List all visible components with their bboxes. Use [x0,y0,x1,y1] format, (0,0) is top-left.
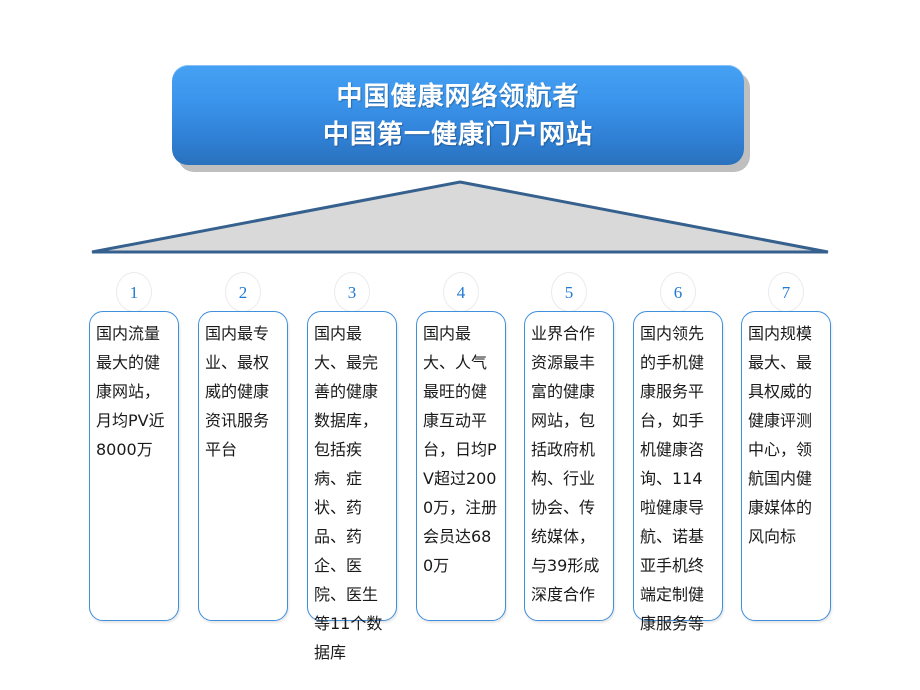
pillar-number-7: 7 [781,282,791,302]
pillar-number-badge-6: 6 [660,272,696,312]
pillar-card-text-6: 国内领先的手机健康服务平台，如手机健康咨询、114啦健康导航、诺基亚手机终端定制… [640,324,705,633]
pillar-column-2: 2 国内最专业、最权威的健康资讯服务平台 [198,272,288,624]
pillar-card-5[interactable]: 业界合作资源最丰富的健康网站，包括政府机构、行业协会、传统媒体，与39形成深度合… [524,311,614,621]
pillar-cards-row: 1 国内流量最大的健康网站，月均PV近8000万 2 国内最专业、最权威的健康资… [89,272,831,662]
pillar-card-text-5: 业界合作资源最丰富的健康网站，包括政府机构、行业协会、传统媒体，与39形成深度合… [531,324,600,604]
title-banner: 中国健康网络领航者 中国第一健康门户网站 [172,65,744,165]
pillar-number-badge-1: 1 [116,272,152,312]
pillar-card-text-4: 国内最大、人气最旺的健康互动平台，日均PV超过2000万，注册会员达680万 [423,324,498,575]
pillar-card-2[interactable]: 国内最专业、最权威的健康资讯服务平台 [198,311,288,621]
banner-title-line-2: 中国第一健康门户网站 [322,119,593,149]
pillar-column-5: 5 业界合作资源最丰富的健康网站，包括政府机构、行业协会、传统媒体，与39形成深… [524,272,614,624]
pillar-number-5: 5 [564,282,574,302]
pillar-column-4: 4 国内最大、人气最旺的健康互动平台，日均PV超过2000万，注册会员达680万 [416,272,506,624]
pillar-number-4: 4 [456,282,466,302]
pillar-column-6: 6 国内领先的手机健康服务平台，如手机健康咨询、114啦健康导航、诺基亚手机终端… [633,272,723,633]
pillar-number-badge-4: 4 [443,272,479,312]
pillar-card-text-1: 国内流量最大的健康网站，月均PV近8000万 [96,324,165,459]
roof-triangle [91,180,829,254]
pillar-card-1[interactable]: 国内流量最大的健康网站，月均PV近8000万 [89,311,179,621]
pillar-card-text-3: 国内最大、最完善的健康数据库，包括疾病、症状、药品、药企、医院、医生等11个数据… [314,324,383,662]
pillar-number-badge-7: 7 [768,272,804,312]
pillar-card-7[interactable]: 国内规模最大、最具权威的健康评测中心，领航国内健康媒体的风向标 [741,311,831,621]
pillar-number-3: 3 [347,282,357,302]
pillar-column-1: 1 国内流量最大的健康网站，月均PV近8000万 [89,272,179,624]
pillar-number-badge-3: 3 [334,272,370,312]
pillar-card-6[interactable]: 国内领先的手机健康服务平台，如手机健康咨询、114啦健康导航、诺基亚手机终端定制… [633,311,723,633]
banner-title-line-1: 中国健康网络领航者 [336,81,580,111]
pillar-number-6: 6 [673,282,683,302]
pillar-column-7: 7 国内规模最大、最具权威的健康评测中心，领航国内健康媒体的风向标 [741,272,831,624]
pillar-card-text-7: 国内规模最大、最具权威的健康评测中心，领航国内健康媒体的风向标 [748,324,813,546]
pillar-number-badge-2: 2 [225,272,261,312]
pillar-number-badge-5: 5 [551,272,587,312]
pillar-card-4[interactable]: 国内最大、人气最旺的健康互动平台，日均PV超过2000万，注册会员达680万 [416,311,506,621]
pillar-card-text-2: 国内最专业、最权威的健康资讯服务平台 [205,324,270,459]
pillar-number-1: 1 [129,282,139,302]
pillar-number-2: 2 [238,282,248,302]
pillar-column-3: 3 国内最大、最完善的健康数据库，包括疾病、症状、药品、药企、医院、医生等11个… [307,272,397,662]
pillar-card-3[interactable]: 国内最大、最完善的健康数据库，包括疾病、症状、药品、药企、医院、医生等11个数据… [307,311,397,662]
